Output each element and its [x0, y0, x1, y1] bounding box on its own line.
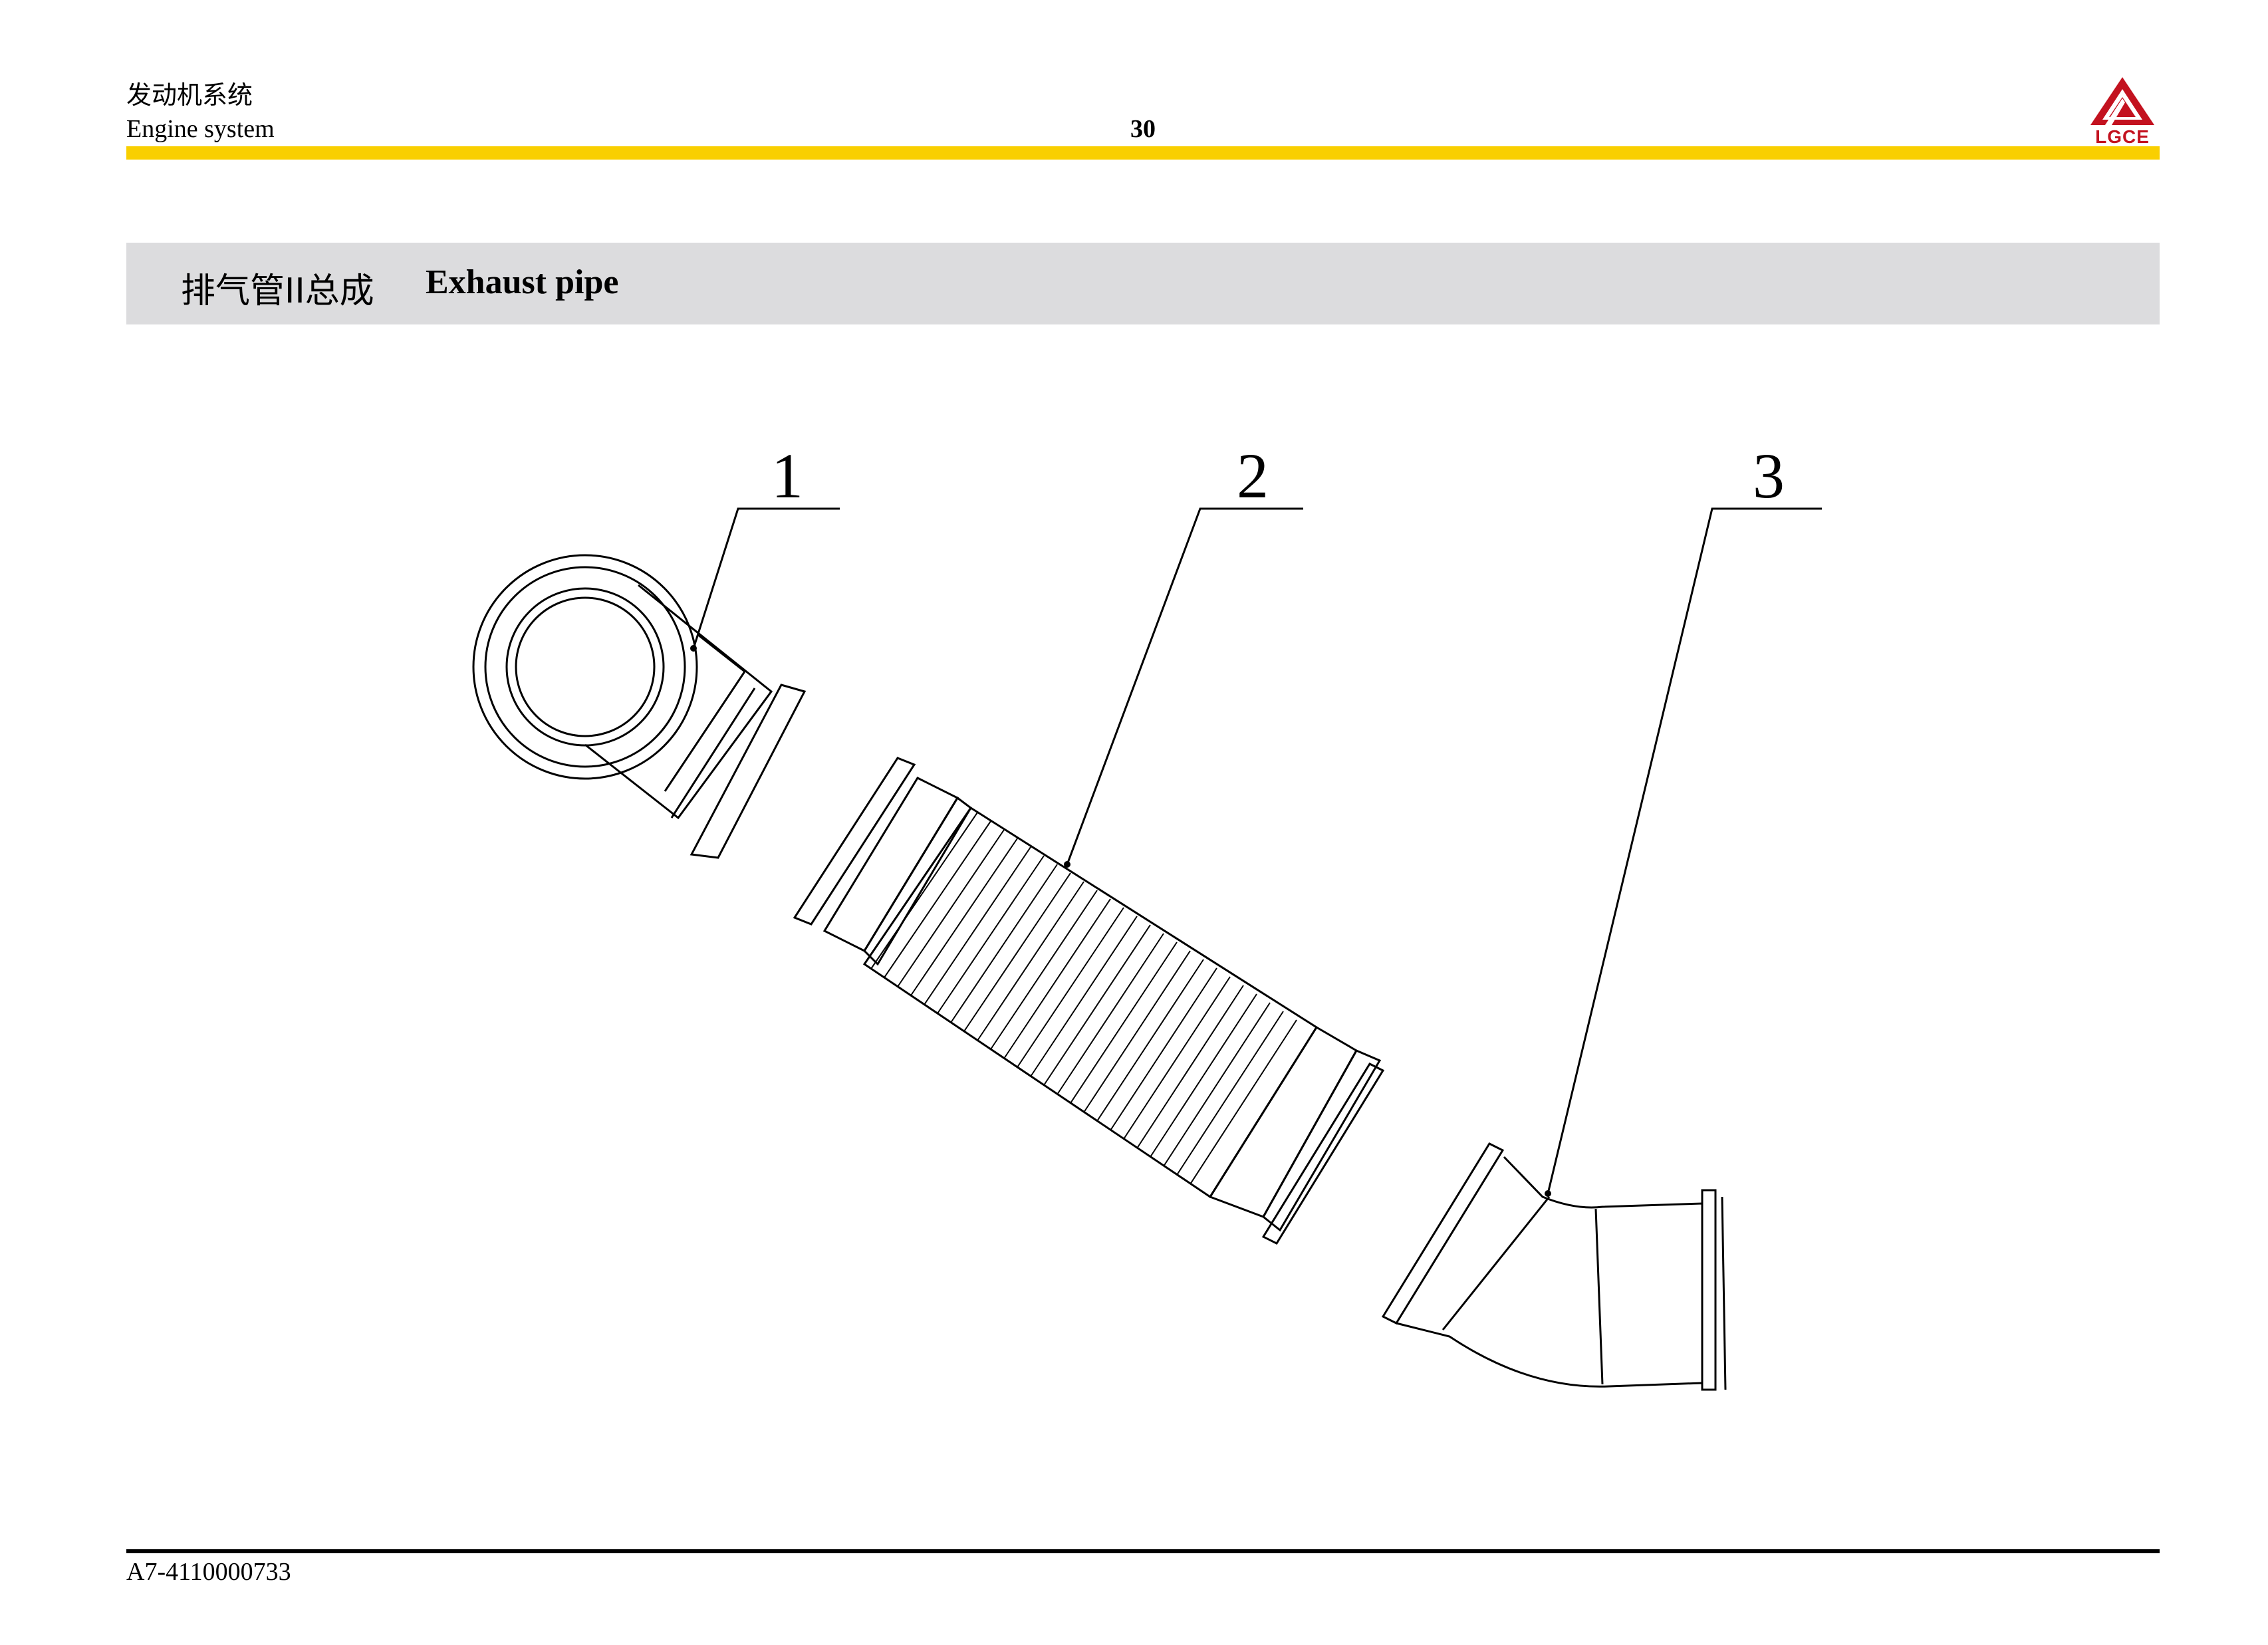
- exploded-drawing: 1 2 3: [0, 399, 2268, 1410]
- footer-part-code: A7-4110000733: [126, 1558, 291, 1586]
- header-section-en: Engine system: [126, 115, 275, 143]
- logo-triangle-icon: [2090, 77, 2154, 125]
- footer-divider: [126, 1549, 2160, 1553]
- callout-1: 1: [771, 440, 803, 511]
- brand-logo: LGCE: [2085, 74, 2160, 148]
- callout-2: 2: [1237, 440, 1269, 511]
- header-section-cn: 发动机系统: [126, 80, 253, 110]
- logo-text: LGCE: [2095, 126, 2150, 147]
- callout-3: 3: [1753, 440, 1785, 511]
- exhaust-pipe-illustration: [472, 507, 1822, 1391]
- page-number: 30: [1130, 115, 1156, 143]
- header-accent-bar: [126, 146, 2160, 160]
- title-band: 排气管II总成 Exhaust pipe: [126, 243, 2160, 324]
- title-cn: 排气管II总成: [181, 271, 374, 311]
- title-en: Exhaust pipe: [426, 263, 619, 301]
